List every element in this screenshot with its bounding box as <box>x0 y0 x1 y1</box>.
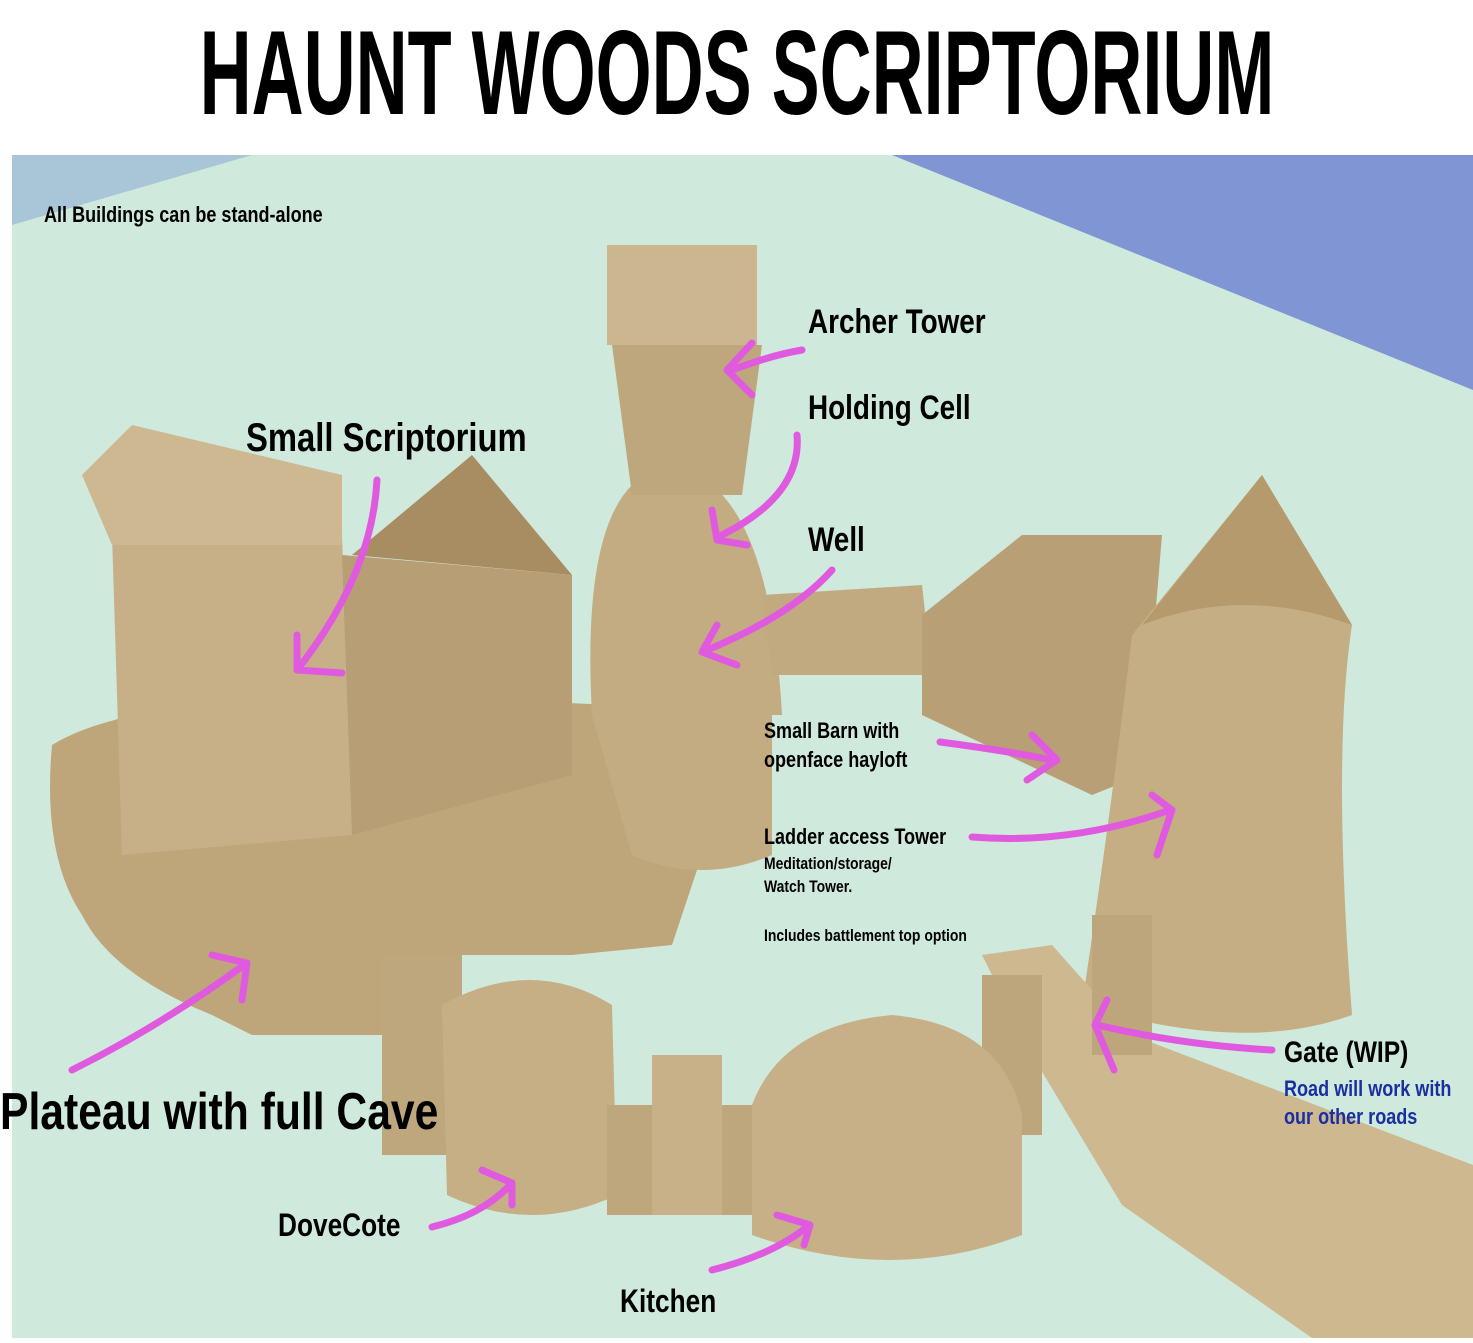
label-ladder-desc2: Watch Tower. <box>764 877 853 896</box>
label-small-barn-line1: Small Barn with <box>764 718 900 743</box>
arrow-dovecote <box>428 1166 516 1231</box>
title-banner: Haunt Woods Scriptorium <box>0 0 1473 150</box>
label-ladder-desc3: Includes battlement top option <box>764 926 967 945</box>
arrow-scriptorium <box>293 476 381 677</box>
label-well: Well <box>808 521 865 559</box>
page-title: Haunt Woods Scriptorium <box>199 6 1274 140</box>
label-ladder-tower: Ladder access Tower <box>764 824 947 849</box>
label-ladder-desc1: Meditation/storage/ <box>764 854 892 873</box>
annotation-arrows <box>68 339 1276 1274</box>
arrow-barn <box>936 731 1061 784</box>
arrow-well <box>698 566 836 669</box>
label-small-barn-line2: openface hayloft <box>764 747 908 772</box>
arrow-plateau <box>68 951 251 1074</box>
note-standalone: All Buildings can be stand-alone <box>44 202 323 227</box>
arrow-archer-tower <box>723 339 806 399</box>
label-road-line2: our other roads <box>1284 1104 1418 1129</box>
label-road-line1: Road will work with <box>1284 1076 1452 1101</box>
arrow-ladder-tower <box>968 791 1176 859</box>
label-archer-tower: Archer Tower <box>808 303 986 341</box>
arrow-gate <box>1091 996 1276 1074</box>
label-gate: Gate (WIP) <box>1284 1036 1409 1069</box>
model-render: All Buildings can be stand-alone Archer … <box>0 155 1473 1338</box>
label-small-scriptorium: Small Scriptorium <box>246 416 527 460</box>
label-holding-cell: Holding Cell <box>808 389 971 427</box>
arrow-holding-cell <box>708 431 801 549</box>
label-kitchen: Kitchen <box>620 1283 717 1319</box>
arrow-kitchen <box>708 1211 814 1274</box>
label-dovecote: DoveCote <box>278 1207 401 1243</box>
label-plateau: Plateau with full Cave <box>0 1083 439 1141</box>
